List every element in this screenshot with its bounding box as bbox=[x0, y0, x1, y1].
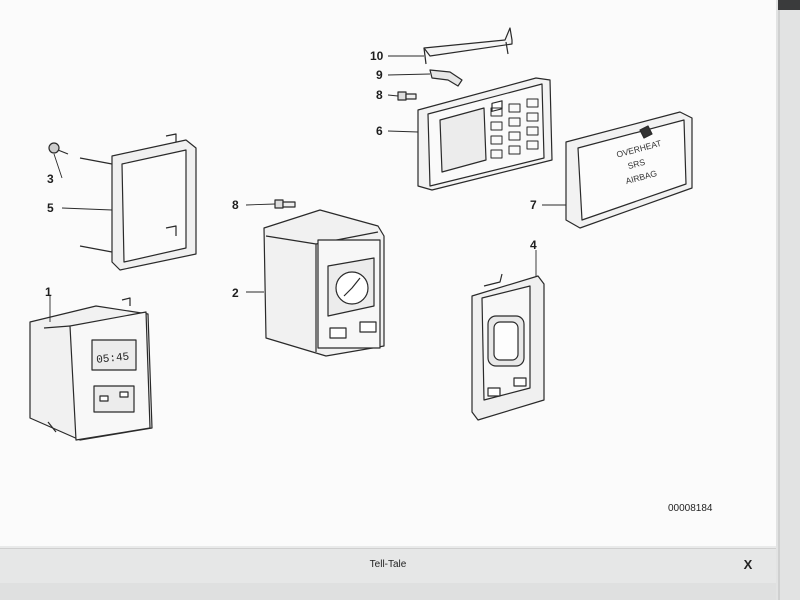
part-5-frame bbox=[79, 133, 197, 271]
document-number: 00008184 bbox=[668, 503, 713, 514]
callout-5: 5 bbox=[47, 201, 54, 215]
panel-text-srs: SRS bbox=[627, 157, 647, 171]
callout-2: 2 bbox=[232, 286, 239, 300]
part-8-screw-upper bbox=[397, 91, 417, 101]
parts-diagram: OVERHEAT SRS AIRBAG 05:45 10 9 8 6 7 8 2… bbox=[29, 27, 713, 514]
part-2-analog-clock bbox=[263, 209, 385, 357]
clock-display: 05:45 bbox=[96, 351, 130, 366]
part-10-bracket bbox=[423, 27, 513, 65]
diagram-sheet bbox=[0, 0, 776, 546]
callout-4: 4 bbox=[530, 238, 537, 252]
callout-8-middle: 8 bbox=[232, 198, 239, 212]
callout-10: 10 bbox=[370, 49, 384, 63]
part-7-srs-indicator bbox=[565, 111, 693, 229]
bar-title: Tell-Tale bbox=[369, 559, 407, 570]
callout-3: 3 bbox=[47, 172, 54, 186]
callout-6: 6 bbox=[376, 124, 383, 138]
part-4-mounting-plate bbox=[471, 273, 545, 421]
corner-mark bbox=[778, 0, 800, 10]
bottom-title-bar: Tell-Tale X bbox=[0, 548, 776, 583]
callout-8-upper: 8 bbox=[376, 88, 383, 102]
right-scroll-edge bbox=[776, 0, 800, 600]
part-8-screw-middle bbox=[274, 199, 296, 209]
callout-9: 9 bbox=[376, 68, 383, 82]
part-6-warning-panel bbox=[417, 77, 553, 191]
part-1-digital-clock bbox=[29, 297, 153, 441]
bottom-margin bbox=[0, 583, 776, 600]
callout-7: 7 bbox=[530, 198, 537, 212]
close-button[interactable]: X bbox=[743, 557, 753, 572]
part-3-screw bbox=[48, 142, 69, 155]
leader-lines bbox=[49, 55, 566, 322]
part-9-clip bbox=[429, 69, 463, 87]
callout-1: 1 bbox=[45, 285, 52, 299]
